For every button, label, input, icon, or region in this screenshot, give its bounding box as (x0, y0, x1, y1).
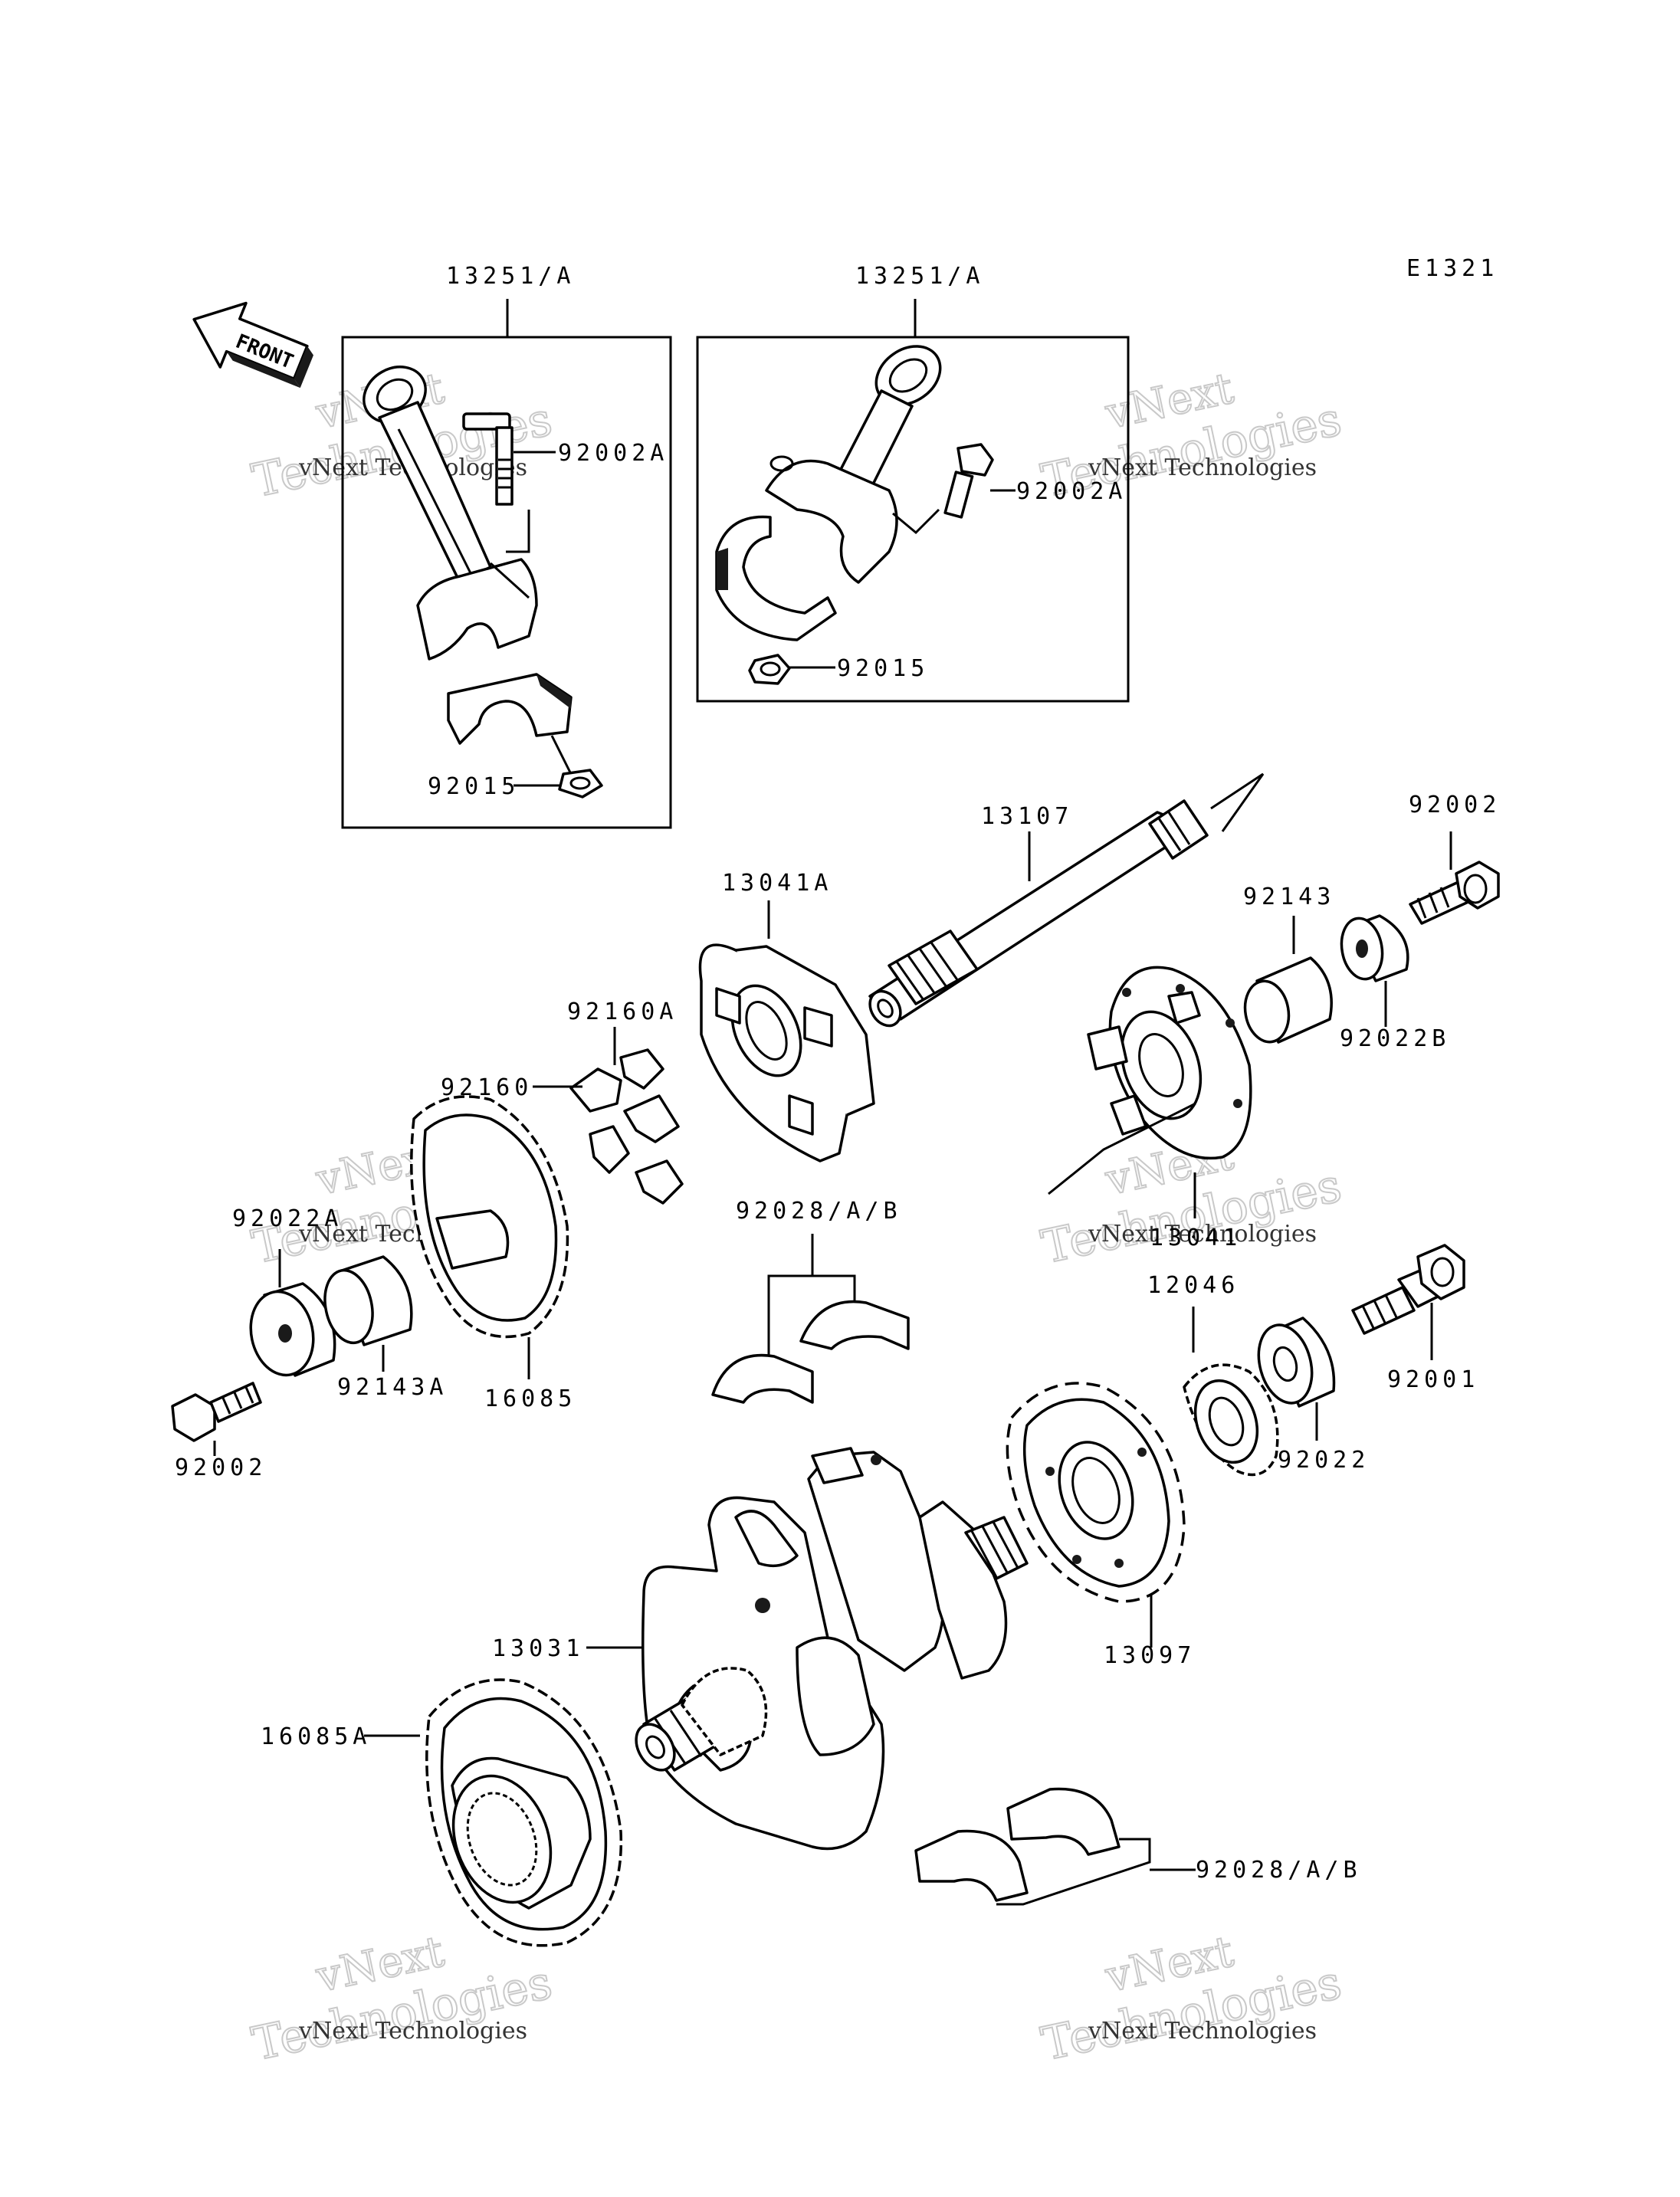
label-16085a: 16085A (261, 1723, 371, 1750)
watermark-top-right: vNext Technologies vNext Technologies (1036, 362, 1347, 509)
svg-text:vNext Technologies: vNext Technologies (1088, 454, 1317, 481)
label-92028-a-b-top: 92028/A/B (736, 1198, 902, 1225)
label-92002a-left: 92002A (558, 440, 668, 467)
label-13251-a-left: 13251/A (446, 263, 575, 290)
label-13107: 13107 (981, 803, 1073, 830)
label-13041a: 13041A (722, 870, 832, 897)
connecting-rod-left (363, 366, 538, 661)
label-92001: 92001 (1387, 1366, 1479, 1393)
label-92015-right: 92015 (837, 655, 929, 682)
svg-text:vNext Technologies: vNext Technologies (1088, 2018, 1317, 2045)
diagram-code: E1321 (1406, 255, 1498, 282)
bearing-shells-bottom (914, 1787, 1121, 1902)
bolt-92002a-left (462, 412, 514, 506)
watermark-bottom-right: vNext Technologies vNext Technologies (1036, 1926, 1347, 2072)
damper-92160 (569, 1048, 684, 1205)
rod-cap-left (447, 673, 573, 745)
label-92143a: 92143A (337, 1374, 448, 1401)
label-16085: 16085 (484, 1385, 576, 1412)
label-13041: 13041 (1150, 1225, 1242, 1251)
label-92015-left: 92015 (428, 773, 520, 800)
label-92028-a-b-bottom: 92028/A/B (1196, 1857, 1362, 1884)
shaft-13107 (868, 799, 1209, 1028)
label-92022: 92022 (1278, 1447, 1370, 1474)
gear-16085a (425, 1678, 623, 1947)
label-92022a: 92022A (232, 1205, 343, 1232)
rod-cap-right (715, 515, 837, 641)
crankshaft-13031 (635, 1447, 1029, 1851)
label-92002-right: 92002 (1409, 792, 1501, 818)
front-arrow-icon: FRONT (192, 301, 313, 389)
svg-text:vNext Technologies: vNext Technologies (1088, 1221, 1317, 1248)
collar-92143 (1243, 956, 1333, 1044)
washer-92022 (1257, 1317, 1336, 1408)
collar-92143a (323, 1255, 413, 1346)
svg-text:vNext Technologies: vNext Technologies (298, 2018, 527, 2045)
nut-92015-right (748, 654, 791, 685)
label-13097: 13097 (1104, 1642, 1196, 1669)
bolt-92001 (1351, 1244, 1465, 1335)
hub-13041a (698, 943, 875, 1162)
washer-92022b (1340, 914, 1409, 982)
label-92143: 92143 (1243, 884, 1335, 910)
hub-13041 (1087, 966, 1252, 1160)
sprocket-13097 (1006, 1382, 1186, 1603)
gear-16085 (410, 1095, 569, 1339)
bolt-92002-left (171, 1382, 262, 1442)
gear-12046 (1183, 1363, 1279, 1477)
nut-92015-left (558, 769, 603, 798)
label-13031: 13031 (492, 1635, 584, 1662)
washer-92022a (249, 1282, 336, 1377)
label-92002a-right: 92002A (1016, 478, 1127, 505)
label-12046: 12046 (1147, 1272, 1239, 1299)
connecting-rod-right (765, 345, 942, 584)
connecting-rod-box-left: 13251/A 92002A (341, 263, 672, 829)
bolt-92002-right (1409, 861, 1500, 925)
bearing-shells-top (711, 1300, 910, 1404)
connecting-rod-box-right: 13251/A 92002A 92015 (696, 263, 1130, 703)
label-92022b: 92022B (1340, 1025, 1450, 1052)
bolt-92002a-right (943, 443, 994, 519)
label-92002-left: 92002 (175, 1454, 267, 1481)
label-13251-a-right: 13251/A (855, 263, 984, 290)
label-92160a: 92160A (567, 998, 678, 1025)
